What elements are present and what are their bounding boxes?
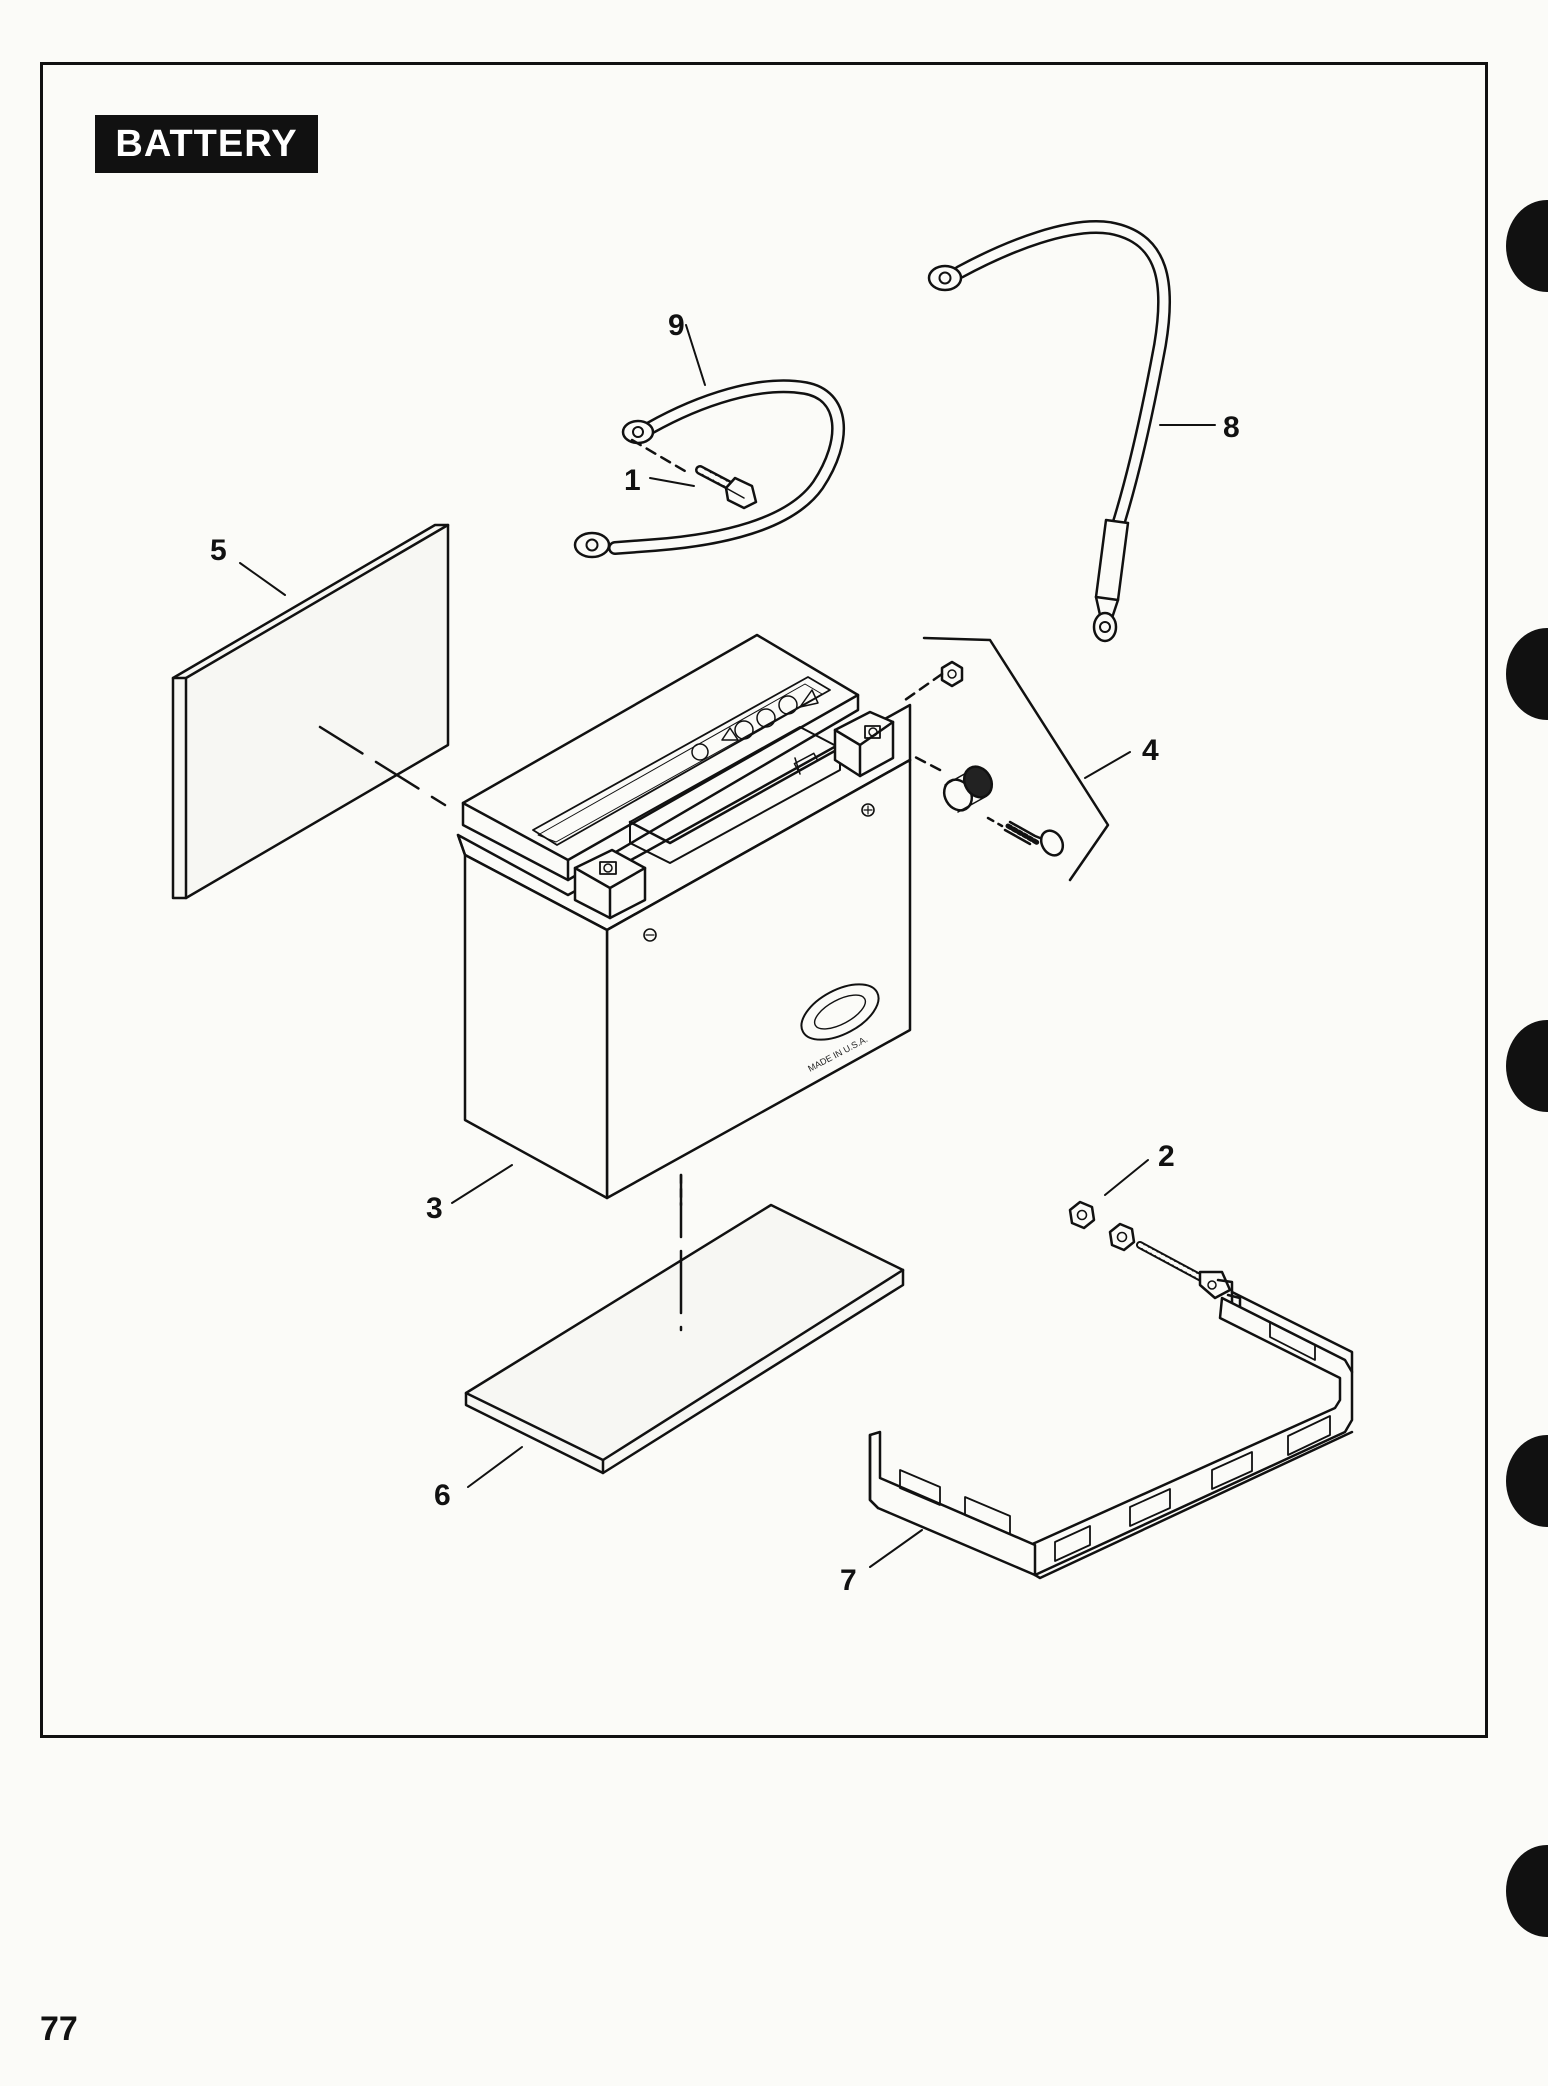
leader-2 xyxy=(1104,1159,1149,1196)
short-cable xyxy=(573,379,846,559)
callout-5: 5 xyxy=(210,534,227,567)
callout-6: 6 xyxy=(434,1479,451,1512)
bolt xyxy=(695,465,758,510)
nuts xyxy=(1068,1200,1136,1252)
callout-3: 3 xyxy=(426,1192,443,1225)
battery-strap xyxy=(868,1241,1354,1580)
callout-1: 1 xyxy=(624,464,641,497)
leader-9 xyxy=(685,324,706,386)
battery: MADE IN U.S.A. xyxy=(456,633,912,1207)
leader-7 xyxy=(869,1529,923,1568)
leader-6 xyxy=(467,1446,523,1488)
callout-4: 4 xyxy=(1142,734,1159,767)
leader-5 xyxy=(239,562,286,596)
callout-7: 7 xyxy=(840,1564,857,1597)
page-number: 77 xyxy=(40,2010,78,2048)
long-cable xyxy=(927,220,1172,643)
diagram-frame xyxy=(40,62,1488,1738)
leader-4 xyxy=(1084,751,1131,779)
leader-1 xyxy=(649,477,695,487)
terminal-hardware xyxy=(903,636,1110,882)
callout-2: 2 xyxy=(1158,1140,1175,1173)
callout-9: 9 xyxy=(668,309,685,342)
section-title: BATTERY xyxy=(95,115,318,173)
side-pad xyxy=(171,523,450,900)
callout-numbers: 9 1 8 5 4 3 2 6 7 xyxy=(210,309,1240,1597)
leader-3 xyxy=(451,1164,513,1204)
callout-8: 8 xyxy=(1223,411,1240,444)
bottom-pad xyxy=(464,1173,905,1475)
leader-lines xyxy=(239,324,1216,1568)
